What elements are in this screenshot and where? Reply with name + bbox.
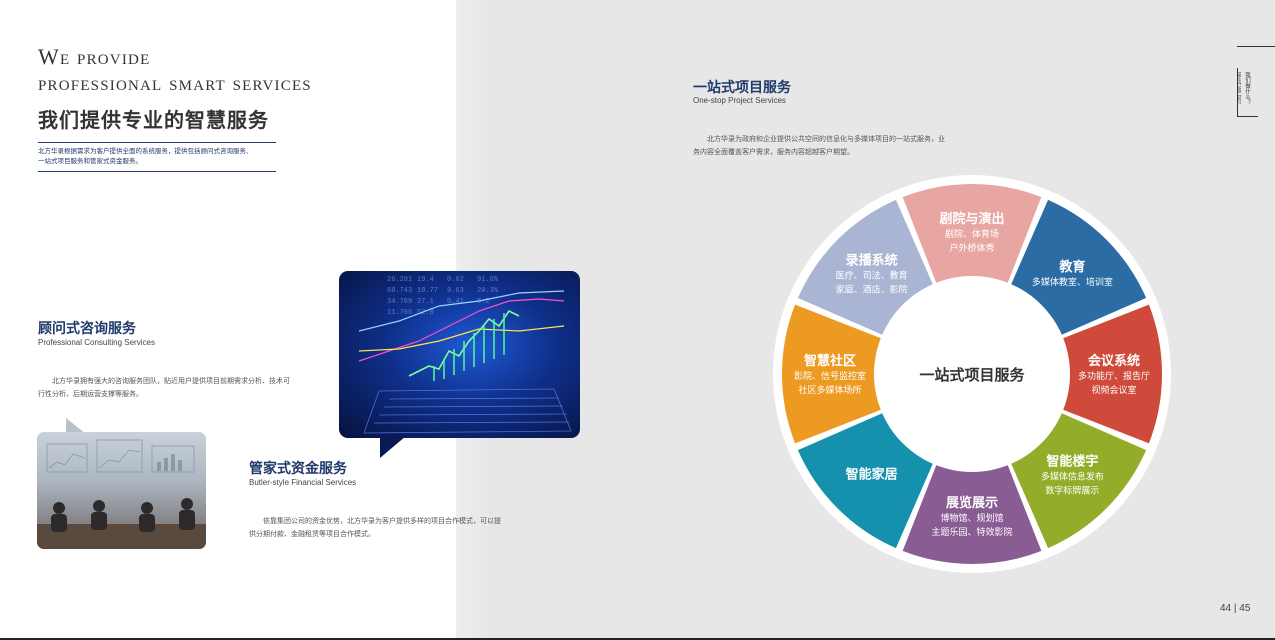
wheel-segment: [782, 304, 887, 444]
meeting-photo-callout-tail: [66, 418, 86, 434]
financial-subtitle: Butler-style Financial Services: [249, 478, 357, 487]
screen-number: 19.4: [417, 276, 434, 284]
wheel-segment: [797, 410, 936, 549]
service-wheel: 剧院与演出剧院、体育场户外桥体秀教育多媒体教室、培训室会议系统多功能厅、报告厅视…: [772, 174, 1172, 574]
bottom-rule: [0, 638, 1275, 640]
screen-number: 11.706: [387, 309, 412, 317]
data-screen-callout-tail: [380, 436, 406, 458]
intro-line-2: 一站式项目服务和管家式资金服务。: [38, 158, 142, 165]
service-wheel-graphic: 剧院与演出剧院、体育场户外桥体秀教育多媒体教室、培训室会议系统多功能厅、报告厅视…: [773, 175, 1171, 573]
meeting-photo: [37, 432, 206, 549]
wheel-segment-detail: 数字标牌展示: [1045, 484, 1099, 495]
wheel-segment-detail: 医疗、司法、教育: [836, 270, 908, 281]
consulting-subtitle: Professional Consulting Services: [38, 338, 155, 347]
wheel-segment-detail: 剧院、体育场: [945, 228, 999, 239]
screen-number: 68.743: [387, 287, 412, 295]
wheel-center-label: 一站式项目服务: [919, 366, 1025, 384]
wheel-segment: [1008, 199, 1147, 338]
financial-title: 管家式资金服务: [249, 462, 347, 477]
wheel-segment-title: 智能家居: [846, 466, 898, 481]
chinese-heading: 我们提供专业的智慧服务: [38, 110, 269, 132]
financial-text-line-2: 供分期付款、金融租赁等项目合作模式。: [249, 531, 375, 538]
intro-box: 北方华录根据需求为客户提供全面的系统服务，提供包括顾问式咨询服务、 一站式项目服…: [38, 142, 276, 172]
english-heading-line-2: professional smart services: [38, 70, 312, 95]
section-tab-en: WHAT WE DO?: [1237, 72, 1242, 104]
screen-number: 52.0: [417, 309, 434, 317]
wheel-segment-detail: 多媒体信息发布: [1041, 470, 1104, 481]
wheel-center-disc: [874, 276, 1070, 472]
wheel-segment-title: 智能楼宇: [1046, 453, 1098, 468]
wheel-segment: [902, 459, 1042, 564]
english-heading: We provide professional smart services: [38, 44, 312, 96]
english-heading-line-1: We provide: [38, 44, 151, 69]
consulting-title: 顾问式咨询服务: [38, 322, 136, 337]
one-stop-text-line-1: 北方华录为政府和企业提供公共空间的信息化与多媒体项目的一站式服务，业: [707, 136, 945, 143]
one-stop-title: 一站式项目服务: [693, 81, 791, 96]
wheel-segment-detail: 视频会议室: [1091, 384, 1136, 395]
wheel-segment-title: 智慧社区: [804, 353, 856, 368]
consulting-text-line-1: 北方华录拥有强大的咨询服务团队，贴近用户提供项目前期需求分析、技术可: [52, 378, 290, 385]
screen-number: 0.41: [447, 298, 464, 306]
wheel-segment-detail: 影院、信号监控室: [794, 370, 866, 381]
one-stop-text: 北方华录为政府和企业提供公共空间的信息化与多媒体项目的一站式服务，业 务内容全面…: [693, 133, 973, 159]
screen-number: 20.3%: [477, 287, 499, 295]
wheel-segment-detail: 户外桥体秀: [949, 242, 994, 253]
financial-text-line-1: 依靠集团公司的资金优势，北方华录为客户提供多样的项目合作模式，可以提: [263, 518, 501, 525]
wheel-segment-detail: 家庭、酒店、影院: [836, 284, 908, 295]
financial-text: 依靠集团公司的资金优势，北方华录为客户提供多样的项目合作模式，可以提 供分期付款…: [249, 515, 519, 541]
wheel-segment-detail: 多功能厅、报告厅: [1078, 370, 1150, 381]
intro-line-1: 北方华录根据需求为客户提供全面的系统服务，提供包括顾问式咨询服务、: [38, 148, 253, 155]
page-number: 44 | 45: [1220, 603, 1251, 614]
wheel-segment: [797, 199, 936, 338]
screen-number: 91.6%: [477, 276, 499, 284]
one-stop-subtitle: One-stop Project Services: [693, 96, 786, 105]
wheel-segment-title: 展览展示: [946, 495, 998, 510]
screen-number: 34.769: [387, 298, 412, 306]
wheel-segment-detail: 社区多媒体场所: [798, 384, 861, 395]
screen-number: 27.1: [417, 298, 434, 306]
section-tab: [1237, 68, 1258, 117]
consulting-text-line-2: 行性分析、后期运营支撑等服务。: [38, 391, 143, 398]
consulting-text: 北方华录拥有强大的咨询服务团队，贴近用户提供项目前期需求分析、技术可 行性分析、…: [38, 375, 308, 401]
wheel-segment-detail: 博物馆、规划馆: [940, 512, 1003, 523]
wheel-segment-title: 教育: [1058, 259, 1085, 274]
wheel-segment-detail: 多媒体教室、培训室: [1032, 276, 1113, 287]
screen-number: 0.62: [447, 276, 464, 284]
wheel-segment: [1008, 410, 1147, 549]
meeting-scene-graphic: [37, 439, 206, 549]
wheel-segment-title: 会议系统: [1088, 353, 1140, 368]
screen-number: 5.2: [477, 298, 490, 306]
data-screen-photo: 26.281 19.4 0.62 91.6% 68.743 19.77 9.63 20.3% 3…: [339, 271, 580, 438]
section-tab-cn: 我们做什么？: [1244, 72, 1250, 105]
wheel-segment-title: 录播系统: [846, 253, 898, 268]
wheel-segment: [902, 184, 1042, 289]
screen-number: 26.281: [387, 276, 412, 284]
data-screen-graphic: 26.281 19.4 0.62 91.6% 68.743 19.77 9.63 20.3% 3…: [358, 276, 572, 434]
one-stop-text-line-2: 务内容全面覆盖客户需求，服务内容超越客户期望。: [693, 149, 854, 156]
wheel-segment-title: 剧院与演出: [939, 211, 1004, 226]
wheel-segment-detail: 主题乐园、特效影院: [931, 526, 1012, 537]
wheel-segment: [1057, 304, 1162, 444]
section-tab-label: 我们做什么？ WHAT WE DO?: [1236, 72, 1250, 116]
section-tab-rule: [1237, 46, 1275, 47]
screen-number: 9.63: [447, 287, 464, 295]
screen-number: 19.77: [417, 287, 438, 295]
